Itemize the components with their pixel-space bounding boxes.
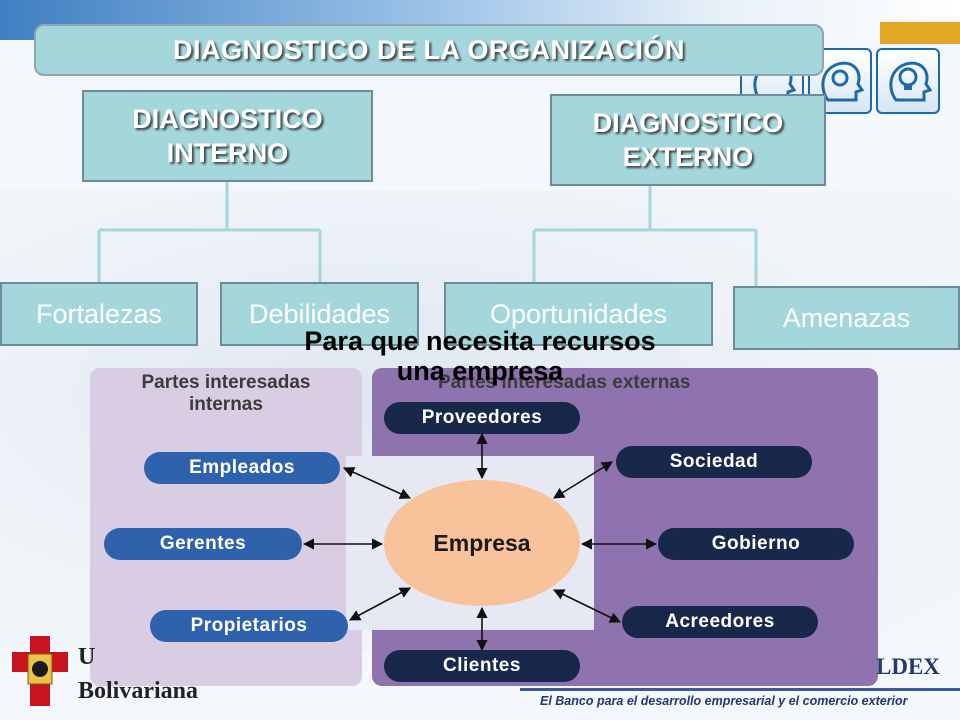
external-title-line1: DIAGNOSTICO: [592, 108, 784, 138]
creditors-node: Acreedores: [622, 606, 818, 638]
university-logo-text: U Bolivariana: [78, 644, 199, 704]
threats-box: Amenazas: [733, 286, 960, 350]
caption-text: Para que necesita recursos una empresa: [304, 326, 656, 386]
strengths-box: Fortalezas: [0, 282, 198, 346]
external-stakeholders-label: Partes interesadas externas: [438, 372, 691, 393]
internal-stakeholders-label: Partes interesadas internas: [141, 372, 311, 415]
government-node: Gobierno: [658, 528, 854, 560]
internal-title-line2: INTERNO: [166, 138, 289, 168]
opportunities-label: Oportunidades: [489, 298, 668, 329]
opportunities-box: Oportunidades: [444, 282, 713, 346]
bank-logo: LDEX: [876, 654, 940, 679]
weaknesses-label: Debilidades: [248, 298, 391, 329]
head-lightbulb-icon: [876, 48, 940, 114]
weaknesses-box: Debilidades: [220, 282, 419, 346]
society-node: Sociedad: [616, 446, 812, 478]
page-title: DIAGNOSTICO DE LA ORGANIZACIÓN: [173, 34, 685, 65]
threats-label: Amenazas: [782, 302, 911, 333]
employees-node: Empleados: [144, 452, 340, 484]
title-box: DIAGNOSTICO DE LA ORGANIZACIÓN: [34, 24, 824, 76]
footer-divider: [520, 688, 960, 691]
university-logo: [6, 634, 74, 708]
internal-diagnosis-box: DIAGNOSTICO INTERNO: [82, 90, 373, 182]
strengths-label: Fortalezas: [35, 298, 163, 329]
suppliers-node: Proveedores: [384, 402, 580, 434]
footer-slogan: El Banco para el desarrollo empresarial …: [540, 694, 908, 708]
customers-node: Clientes: [384, 650, 580, 682]
external-title-line2: EXTERNO: [622, 142, 754, 172]
accent-strip: [880, 22, 960, 44]
external-diagnosis-box: DIAGNOSTICO EXTERNO: [550, 94, 826, 186]
managers-node: Gerentes: [104, 528, 302, 560]
internal-title-line1: DIAGNOSTICO: [132, 104, 323, 134]
company-node: Empresa: [384, 480, 580, 606]
owners-node: Propietarios: [150, 610, 348, 642]
